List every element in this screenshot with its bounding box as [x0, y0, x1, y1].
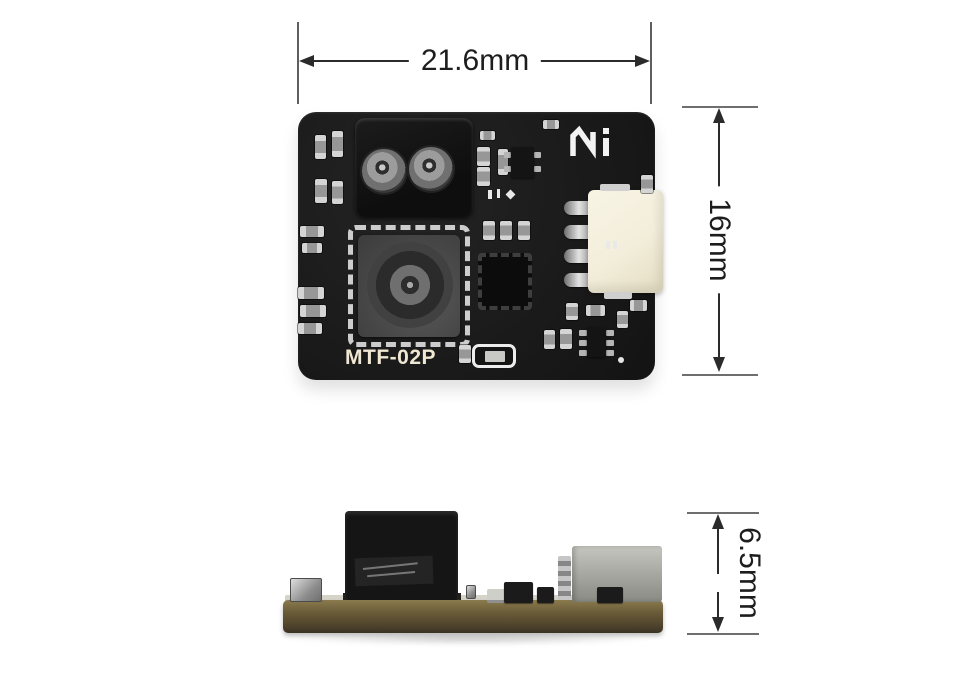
label-scratch [362, 562, 418, 570]
smd-component [315, 135, 326, 159]
smd-component [480, 131, 495, 140]
dimension-height-tick-top [682, 106, 758, 108]
side-component-black [504, 582, 533, 603]
connector-pin [564, 273, 591, 287]
smd-component [544, 330, 555, 349]
arrow-down-icon [712, 617, 724, 632]
dimension-thickness-line-bottom [717, 592, 719, 620]
side-component-black [537, 587, 554, 603]
dimension-thickness-tick-bottom [687, 633, 759, 635]
ic-leg [504, 152, 511, 158]
silkscreen-mark [606, 241, 610, 249]
smd-component [477, 167, 490, 186]
smd-component [543, 120, 559, 129]
arrow-right-icon [635, 55, 650, 67]
dimension-width-tick-left [297, 22, 299, 104]
smd-component [302, 243, 322, 253]
pcb-side-view [280, 505, 670, 653]
dimension-thickness-tick-top [687, 512, 759, 514]
side-component-light [487, 589, 506, 603]
brand-logo-icon [570, 125, 609, 159]
silkscreen-mark [505, 189, 516, 200]
board-shadow [285, 633, 657, 645]
status-led [472, 344, 516, 368]
led-chip [485, 351, 505, 362]
silkscreen-mark [497, 189, 500, 198]
jst-connector [588, 190, 663, 293]
smd-component [300, 226, 324, 237]
sot23-ic [511, 147, 534, 178]
tof-emitter-lens [362, 149, 406, 193]
smd-component [560, 329, 572, 349]
ic-leg [534, 152, 541, 158]
pcb-top-view: MTF-02P [298, 112, 663, 380]
arrow-up-icon [713, 108, 725, 123]
smd-component [298, 323, 322, 334]
smd-component [332, 181, 343, 204]
dimension-thickness-line-top [717, 524, 719, 574]
dimension-width-tick-right [650, 22, 652, 104]
connector-tab [604, 292, 632, 299]
arrow-down-icon [713, 357, 725, 372]
fiducial-dot [618, 357, 624, 363]
side-component-black [597, 587, 623, 603]
ic-leg [579, 330, 587, 336]
dimension-width-label: 21.6mm [408, 43, 542, 79]
sot6-ic [587, 327, 606, 357]
smd-component [498, 149, 508, 175]
ic-leg [579, 350, 587, 356]
smd-component [477, 147, 490, 166]
smd-component [332, 131, 343, 157]
dimension-thickness-label: 6.5mm [733, 527, 766, 619]
dimension-height-tick-bottom [682, 374, 758, 376]
camera-lens [367, 242, 453, 328]
ic-leg [504, 166, 511, 172]
connector-pin [564, 201, 591, 215]
smd-component [518, 221, 530, 240]
tof-module-side [345, 511, 458, 600]
model-label: MTF-02P [345, 346, 437, 369]
mcu-chip [478, 253, 532, 310]
smd-component [617, 311, 628, 328]
dimension-height-label: 16mm [701, 186, 737, 294]
smd-component [300, 305, 326, 317]
silkscreen-mark [613, 241, 617, 249]
smd-component [315, 179, 327, 203]
smd-component [630, 300, 647, 311]
ic-leg [579, 340, 587, 346]
ic-leg [606, 350, 614, 356]
connector-tab [600, 184, 630, 191]
smd-component [500, 221, 512, 240]
connector-pins-side [558, 556, 571, 600]
silkscreen-mark [488, 190, 492, 199]
connector-pin [564, 249, 591, 263]
arrow-left-icon [299, 55, 314, 67]
tof-sensor-module [355, 118, 473, 217]
ic-leg [606, 340, 614, 346]
pcb-edge [283, 600, 663, 633]
ic-leg [534, 166, 541, 172]
arrow-up-icon [712, 514, 724, 529]
side-component-metal [466, 585, 476, 599]
tof-side-label [354, 555, 434, 587]
smd-component [641, 175, 653, 193]
side-component-metal [290, 578, 322, 602]
smd-component [566, 303, 578, 320]
smd-component [298, 287, 324, 299]
ic-leg [606, 330, 614, 336]
smd-component [459, 345, 471, 363]
smd-component [586, 305, 605, 316]
camera-solder-pads [348, 225, 470, 347]
connector-pin [564, 225, 591, 239]
smd-component [483, 221, 495, 240]
tof-receiver-lens [409, 147, 453, 191]
optical-flow-camera [358, 235, 460, 337]
label-scratch [367, 571, 416, 578]
